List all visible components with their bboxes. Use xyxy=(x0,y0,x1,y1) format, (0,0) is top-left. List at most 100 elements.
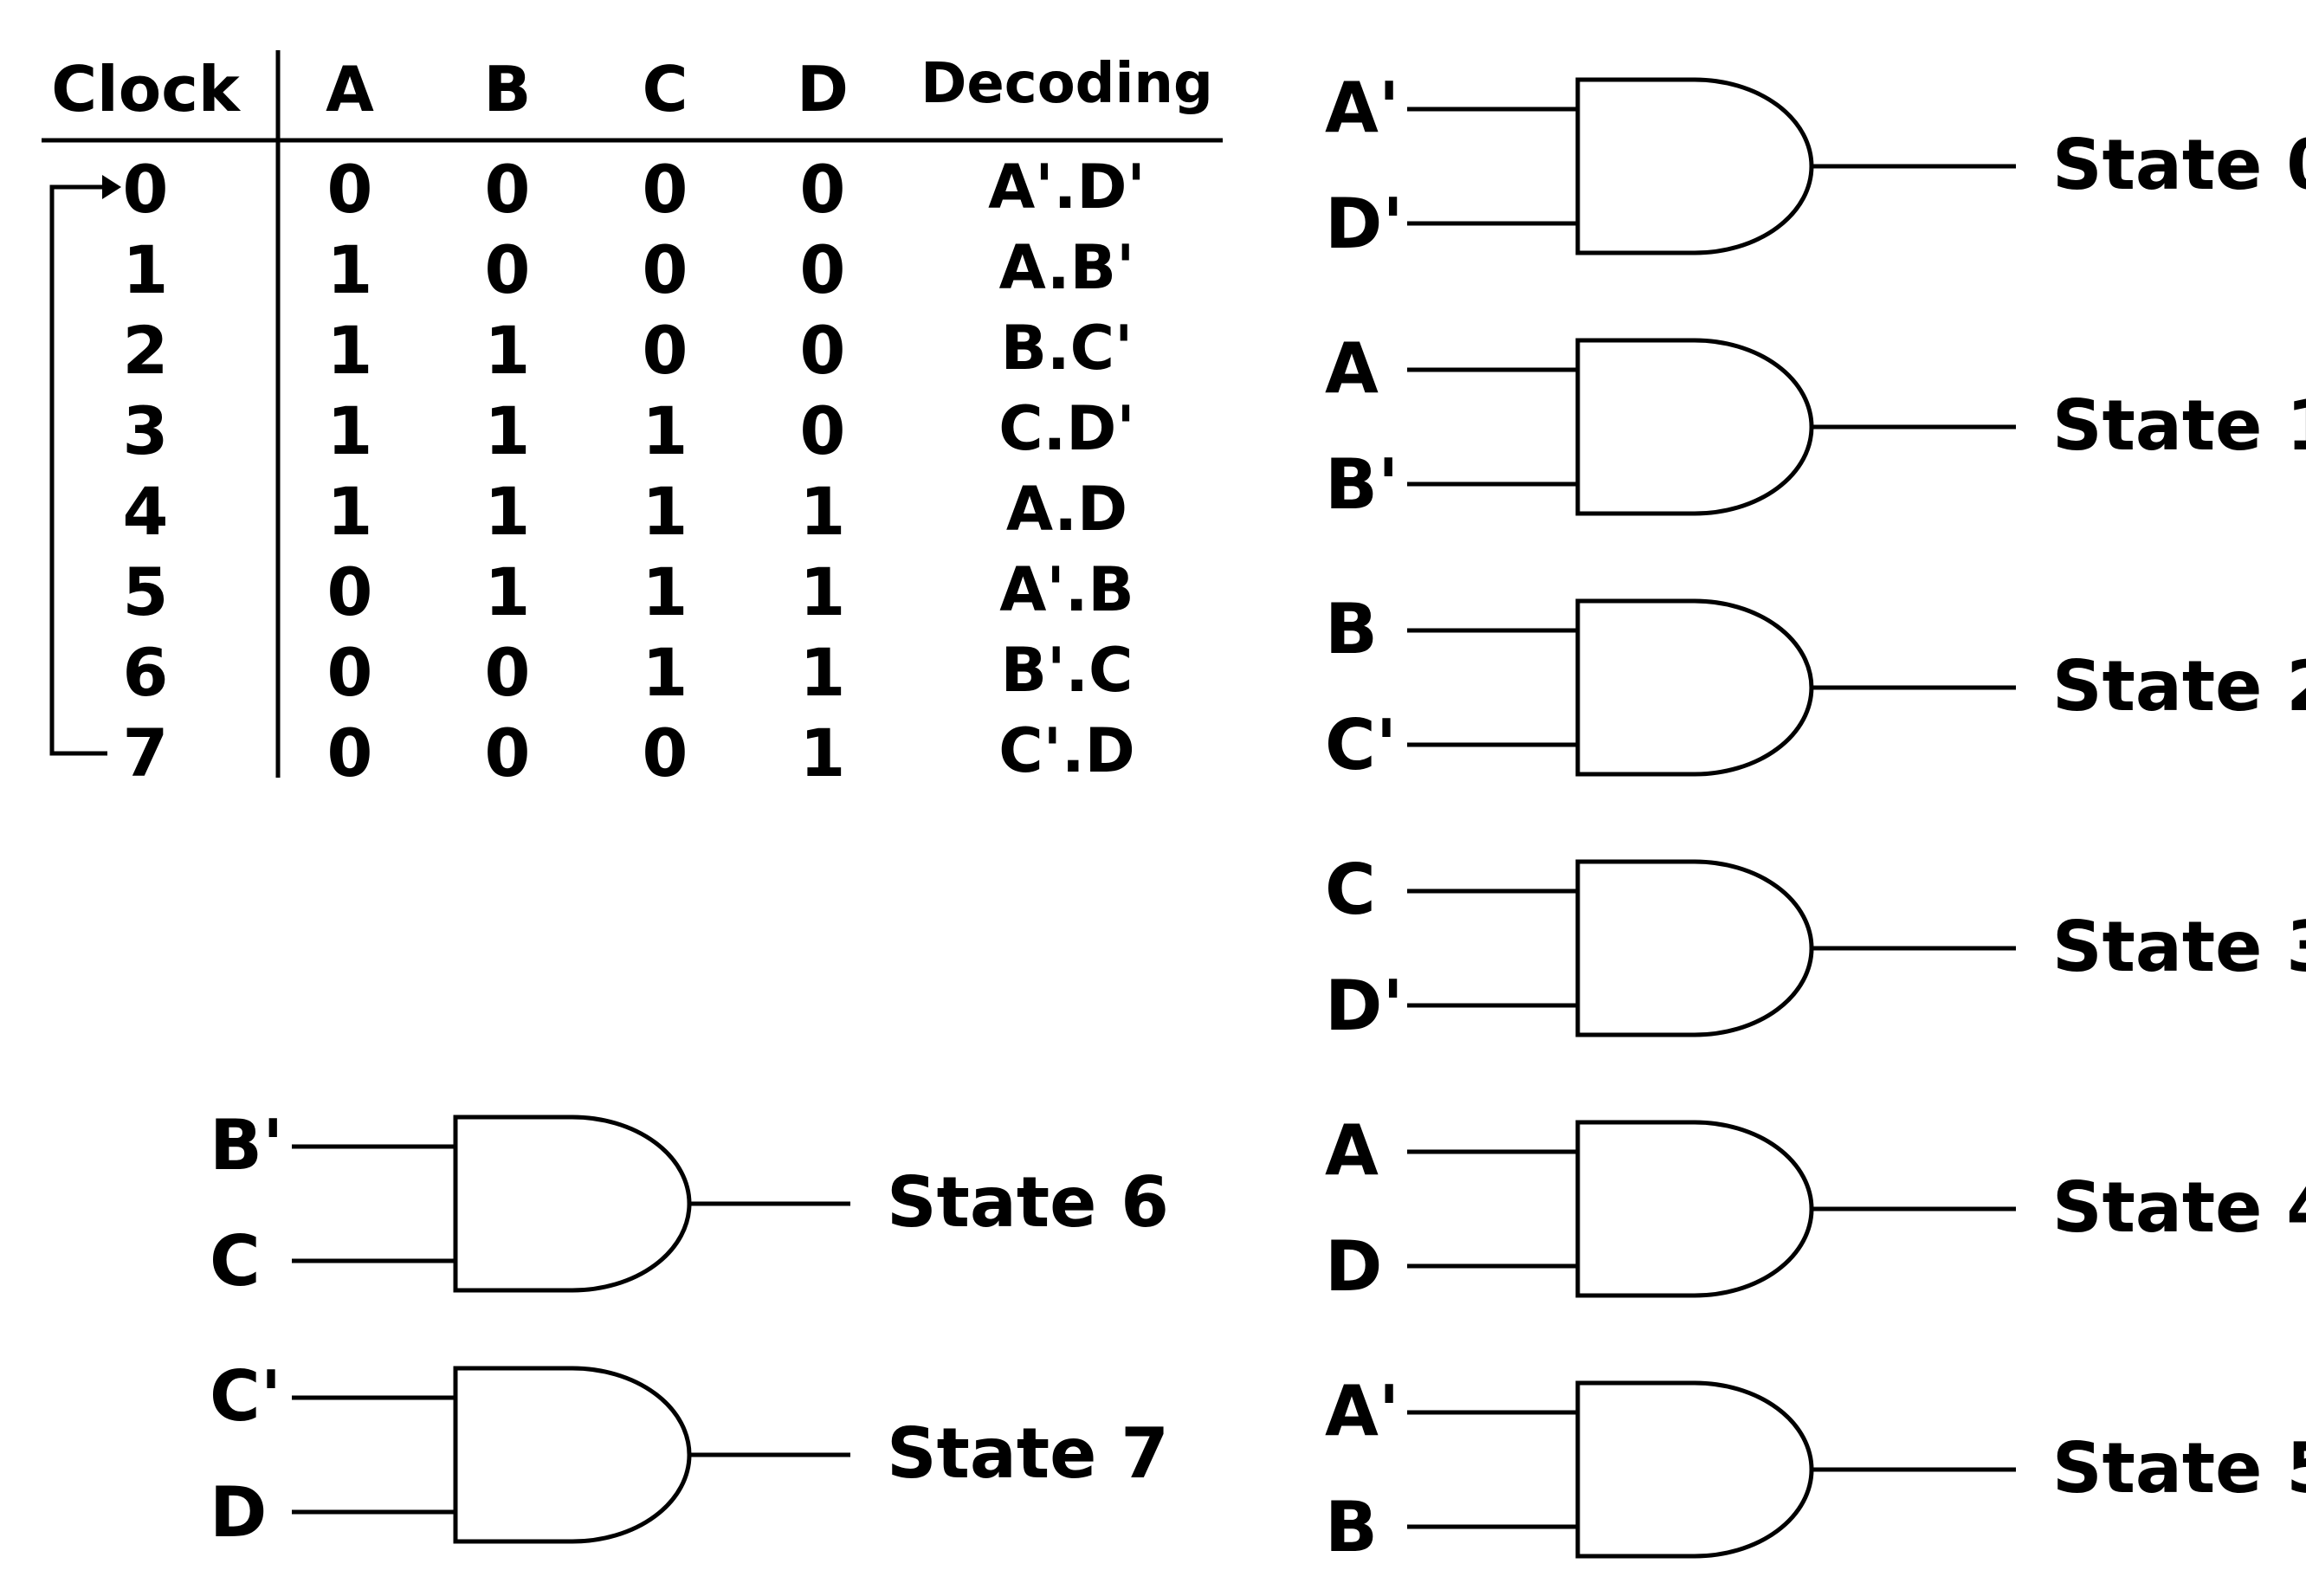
decoding-cell: B.C' xyxy=(1001,313,1134,384)
d-cell: 0 xyxy=(800,312,846,389)
and-gate-state-1: A B' State 1 xyxy=(1325,328,2306,525)
clock-cell: 2 xyxy=(123,312,169,389)
input-label-top: C' xyxy=(210,1356,281,1437)
a-cell: 1 xyxy=(327,312,373,389)
c-cell: 1 xyxy=(643,473,688,550)
and-gate-state-2: B C' State 2 xyxy=(1325,589,2306,785)
c-cell: 1 xyxy=(643,392,688,469)
output-label: State 5 xyxy=(2052,1428,2306,1509)
table-row: 6 0 0 1 1 B'.C xyxy=(123,634,1134,711)
and-gate-body xyxy=(1575,338,1814,516)
header-d: D xyxy=(797,53,849,126)
output-label: State 3 xyxy=(2052,907,2306,987)
input-label-top: B xyxy=(1325,589,1378,669)
c-cell: 1 xyxy=(643,553,688,630)
b-cell: 0 xyxy=(485,634,531,711)
table-row: 3 1 1 1 0 C.D' xyxy=(123,392,1135,469)
clock-cell: 1 xyxy=(123,231,169,308)
decoding-cell: C'.D xyxy=(998,715,1135,786)
clock-cell: 0 xyxy=(123,151,169,228)
input-label-top: A xyxy=(1325,1110,1379,1191)
decoding-cell: A'.D' xyxy=(988,152,1146,223)
d-cell: 1 xyxy=(800,714,846,792)
table-row: 1 1 0 0 0 A.B' xyxy=(123,231,1135,308)
output-label: State 2 xyxy=(2052,646,2306,727)
d-cell: 1 xyxy=(800,634,846,711)
output-label: State 4 xyxy=(2052,1167,2306,1248)
b-cell: 1 xyxy=(485,553,531,630)
and-gate-state-6: B' C State 6 xyxy=(210,1105,1169,1302)
b-cell: 0 xyxy=(485,151,531,228)
input-label-top: C xyxy=(1325,850,1376,930)
b-cell: 1 xyxy=(485,392,531,469)
and-gate-body xyxy=(453,1115,692,1293)
output-label: State 1 xyxy=(2052,385,2306,466)
state-table: Clock A B C D Decoding 0 0 0 0 0 A'.D' 1… xyxy=(42,50,1223,792)
table-row: 5 0 1 1 1 A'.B xyxy=(123,553,1134,630)
header-a: A xyxy=(326,53,374,126)
and-gate-state-4: AD State 4 xyxy=(1325,1110,2306,1307)
table-row: 7 0 0 0 1 C'.D xyxy=(123,714,1135,792)
d-cell: 1 xyxy=(800,553,846,630)
input-label-bottom: D xyxy=(1325,1226,1382,1307)
table-row: 2 1 1 0 0 B.C' xyxy=(123,312,1134,389)
input-label-bottom: C' xyxy=(1325,705,1397,785)
input-label-top: A' xyxy=(1325,68,1399,148)
and-gate-state-3: C D' State 3 xyxy=(1325,850,2306,1046)
decoding-cell: C.D' xyxy=(998,393,1135,464)
d-cell: 1 xyxy=(800,473,846,550)
input-label-top: A' xyxy=(1325,1371,1399,1451)
b-cell: 1 xyxy=(485,473,531,550)
c-cell: 0 xyxy=(643,312,688,389)
output-label: State 6 xyxy=(887,1162,1169,1243)
and-gate-body xyxy=(1575,77,1814,255)
decoding-cell: A.B' xyxy=(999,232,1135,303)
input-label-top: A xyxy=(1325,328,1379,409)
input-label-bottom: D' xyxy=(1325,966,1404,1046)
decoding-cell: A.D xyxy=(1006,474,1127,545)
a-cell: 0 xyxy=(327,714,373,792)
decoding-gates: A' D' State 0 A B' State 1 B C' State 2 C D' State … xyxy=(210,68,2306,1567)
table-row: 0 0 0 0 0 A'.D' xyxy=(123,151,1146,228)
input-label-bottom: D xyxy=(210,1472,267,1553)
output-label: State 0 xyxy=(2052,125,2306,205)
d-cell: 0 xyxy=(800,231,846,308)
and-gate-state-0: A' D' State 0 xyxy=(1325,68,2306,264)
d-cell: 0 xyxy=(800,392,846,469)
table-header: Clock A B C D Decoding xyxy=(51,52,1213,126)
a-cell: 0 xyxy=(327,634,373,711)
header-c: C xyxy=(643,53,688,126)
header-clock: Clock xyxy=(51,53,242,126)
and-gate-body xyxy=(453,1366,692,1544)
a-cell: 1 xyxy=(327,392,373,469)
a-cell: 0 xyxy=(327,553,373,630)
c-cell: 0 xyxy=(643,151,688,228)
d-cell: 0 xyxy=(800,151,846,228)
table-body: 0 0 0 0 0 A'.D' 1 1 0 0 0 A.B' 2 1 1 0 xyxy=(123,151,1146,792)
and-gate-body xyxy=(1575,859,1814,1037)
clock-cell: 5 xyxy=(123,553,169,630)
decoding-cell: B'.C xyxy=(1001,635,1134,706)
input-label-bottom: C xyxy=(210,1221,261,1302)
input-label-bottom: B' xyxy=(1325,444,1398,525)
c-cell: 1 xyxy=(643,634,688,711)
header-b: B xyxy=(484,53,532,126)
and-gate-body xyxy=(1575,598,1814,777)
and-gate-body xyxy=(1575,1380,1814,1559)
header-decoding: Decoding xyxy=(920,52,1213,116)
b-cell: 1 xyxy=(485,312,531,389)
table-row: 4 1 1 1 1 A.D xyxy=(123,473,1128,550)
input-label-bottom: D' xyxy=(1325,184,1404,264)
c-cell: 0 xyxy=(643,231,688,308)
decoding-cell: A'.B xyxy=(999,554,1134,625)
wraparound-arrow-icon xyxy=(49,175,121,756)
and-gate-body xyxy=(1575,1120,1814,1298)
clock-cell: 4 xyxy=(123,473,169,550)
c-cell: 0 xyxy=(643,714,688,792)
input-label-top: B' xyxy=(210,1105,283,1186)
clock-cell: 6 xyxy=(123,634,169,711)
clock-cell: 3 xyxy=(123,392,169,469)
